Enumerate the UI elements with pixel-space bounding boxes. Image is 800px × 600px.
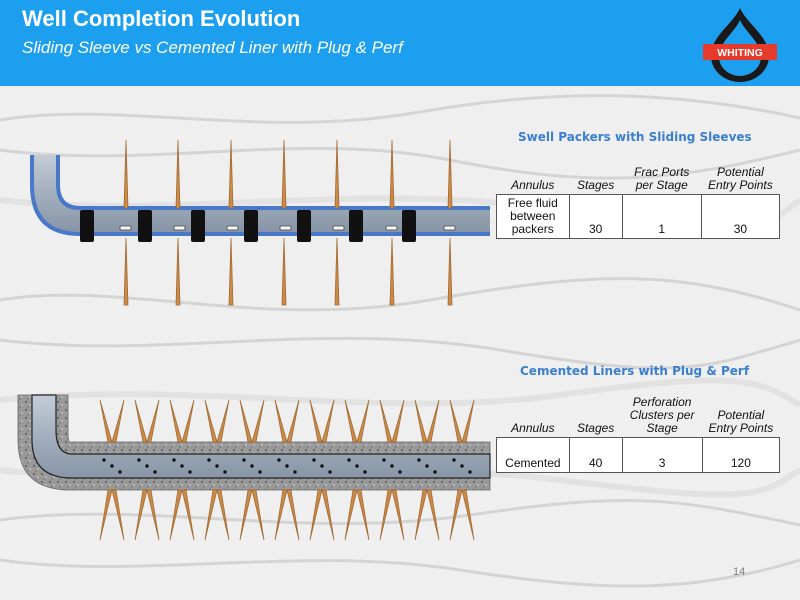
well-diagram-sliding-sleeve — [30, 139, 490, 306]
well2-fractures — [99, 399, 475, 541]
page-number: 14 — [733, 566, 746, 578]
cell-annulus: Cemented — [496, 437, 570, 473]
col-stages: Stages — [576, 178, 615, 192]
table-header-row: Annulus Stages Perforation Clusters per … — [497, 396, 780, 438]
col-annulus: Annulus — [511, 178, 555, 192]
col-entry-points: Potential Entry Points — [708, 165, 773, 192]
section-title-sliding-sleeves: Swell Packers with Sliding Sleeves — [518, 130, 752, 144]
well2-perforations — [102, 458, 472, 474]
well2-liner — [31, 394, 491, 479]
table-row: Cemented 40 3 120 — [496, 437, 781, 473]
table-sliding-sleeves: Annulus Stages Frac Ports per Stage Pote… — [496, 166, 781, 239]
col-stages: Stages — [576, 421, 615, 435]
logo-text: WHITING — [717, 47, 763, 59]
slide-subtitle: Sliding Sleeve vs Cemented Liner with Pl… — [22, 38, 403, 57]
table-header-row: Annulus Stages Frac Ports per Stage Pote… — [497, 166, 780, 195]
rock-background — [0, 86, 800, 600]
table-row: Free fluid between packers 30 1 30 — [496, 194, 781, 239]
cell-perforation-clusters: 3 — [621, 437, 703, 473]
well-diagram-cemented-liner — [17, 394, 491, 541]
col-annulus: Annulus — [511, 421, 555, 435]
slide-title: Well Completion Evolution — [22, 6, 301, 31]
col-frac-ports: Frac Ports per Stage — [634, 165, 690, 192]
cell-stages: 30 — [568, 194, 623, 239]
cell-annulus: Free fluid between packers — [496, 194, 570, 239]
whiting-logo: WHITING — [703, 8, 777, 82]
col-entry-points: Potential Entry Points — [708, 408, 774, 435]
table-cemented-liners: Annulus Stages Perforation Clusters per … — [496, 396, 781, 473]
well1-sleeves — [119, 225, 456, 231]
cell-stages: 40 — [568, 437, 623, 473]
header-bar: Well Completion Evolution Sliding Sleeve… — [0, 0, 800, 86]
section-title-cemented-liners: Cemented Liners with Plug & Perf — [520, 364, 750, 378]
col-perforation-clusters: Perforation Clusters per Stage — [629, 395, 695, 435]
cell-entry-points: 30 — [700, 194, 781, 239]
well1-packers — [80, 210, 416, 242]
cell-entry-points: 120 — [701, 437, 781, 473]
well1-fractures — [123, 139, 453, 306]
cell-frac-ports: 1 — [621, 194, 702, 239]
